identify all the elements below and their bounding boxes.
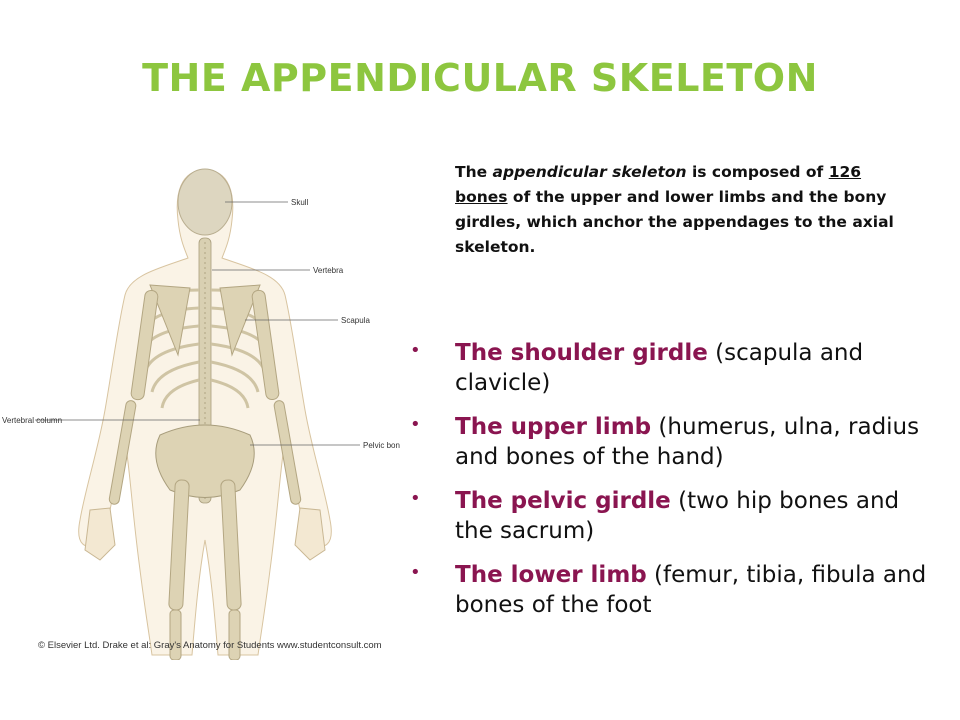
bullet-desc: (humerus, ulna, radius and bones of the … xyxy=(455,414,920,470)
label-vertebra: Vertebra xyxy=(313,266,344,275)
hand-left-shape xyxy=(84,507,116,561)
pelvis-shape xyxy=(155,424,255,498)
intro-emphasis: appendicular skeleton xyxy=(492,163,687,181)
bullet-desc: (two hip bones and the sacrum) xyxy=(455,488,900,544)
bullet-marker: • xyxy=(410,488,421,509)
bullet-item: • The upper limb (humerus, ulna, radius a… xyxy=(410,412,930,472)
intro-text-1: The xyxy=(455,163,493,181)
bullet-desc: (femur, tibia, fibula and bones of the f… xyxy=(455,562,927,618)
bullet-desc: (scapula and clavicle) xyxy=(455,340,864,396)
bullet-term: The upper limb xyxy=(455,414,652,440)
scapula-left-shape xyxy=(149,284,191,357)
upper-limb-shapes xyxy=(108,289,302,505)
bullet-term: The lower limb xyxy=(455,562,647,588)
skeleton-figure: Skull Vertebra Scapula Vertebral column … xyxy=(0,150,405,661)
label-skull: Skull xyxy=(291,198,309,207)
bullet-term: The pelvic girdle xyxy=(455,488,671,514)
bullet-term: The shoulder girdle xyxy=(455,340,708,366)
bullet-list: • The shoulder girdle (scapula and clavic… xyxy=(410,338,930,634)
skeleton-illustration: Skull Vertebra Scapula Vertebral column … xyxy=(2,168,405,661)
page-title: THE APPENDICULAR SKELETON xyxy=(142,56,818,100)
hand-right-shape xyxy=(294,507,326,561)
intro-text-3: of the upper and lower limbs and the bon… xyxy=(455,188,894,256)
bullet-item: • The lower limb (femur, tibia, fibula an… xyxy=(410,560,930,620)
figure-credit: © Elsevier Ltd. Drake et al: Gray's Anat… xyxy=(38,640,382,651)
bullet-marker: • xyxy=(410,414,421,435)
label-vertebral-column: Vertebral column xyxy=(2,416,62,425)
intro-text-2: is composed of xyxy=(686,163,829,181)
lower-limb-shapes xyxy=(168,479,242,661)
bullet-marker: • xyxy=(410,340,421,361)
bullet-item: • The shoulder girdle (scapula and clavic… xyxy=(410,338,930,398)
label-scapula: Scapula xyxy=(341,316,370,325)
bullet-marker: • xyxy=(410,562,421,583)
label-pelvic-bone: Pelvic bone xyxy=(363,441,400,450)
intro-underlined: 126 bones xyxy=(455,163,862,206)
bullet-item: • The pelvic girdle (two hip bones and th… xyxy=(410,486,930,546)
skull-shape xyxy=(177,168,233,236)
intro-paragraph: The appendicular skeleton is composed of… xyxy=(455,160,895,260)
